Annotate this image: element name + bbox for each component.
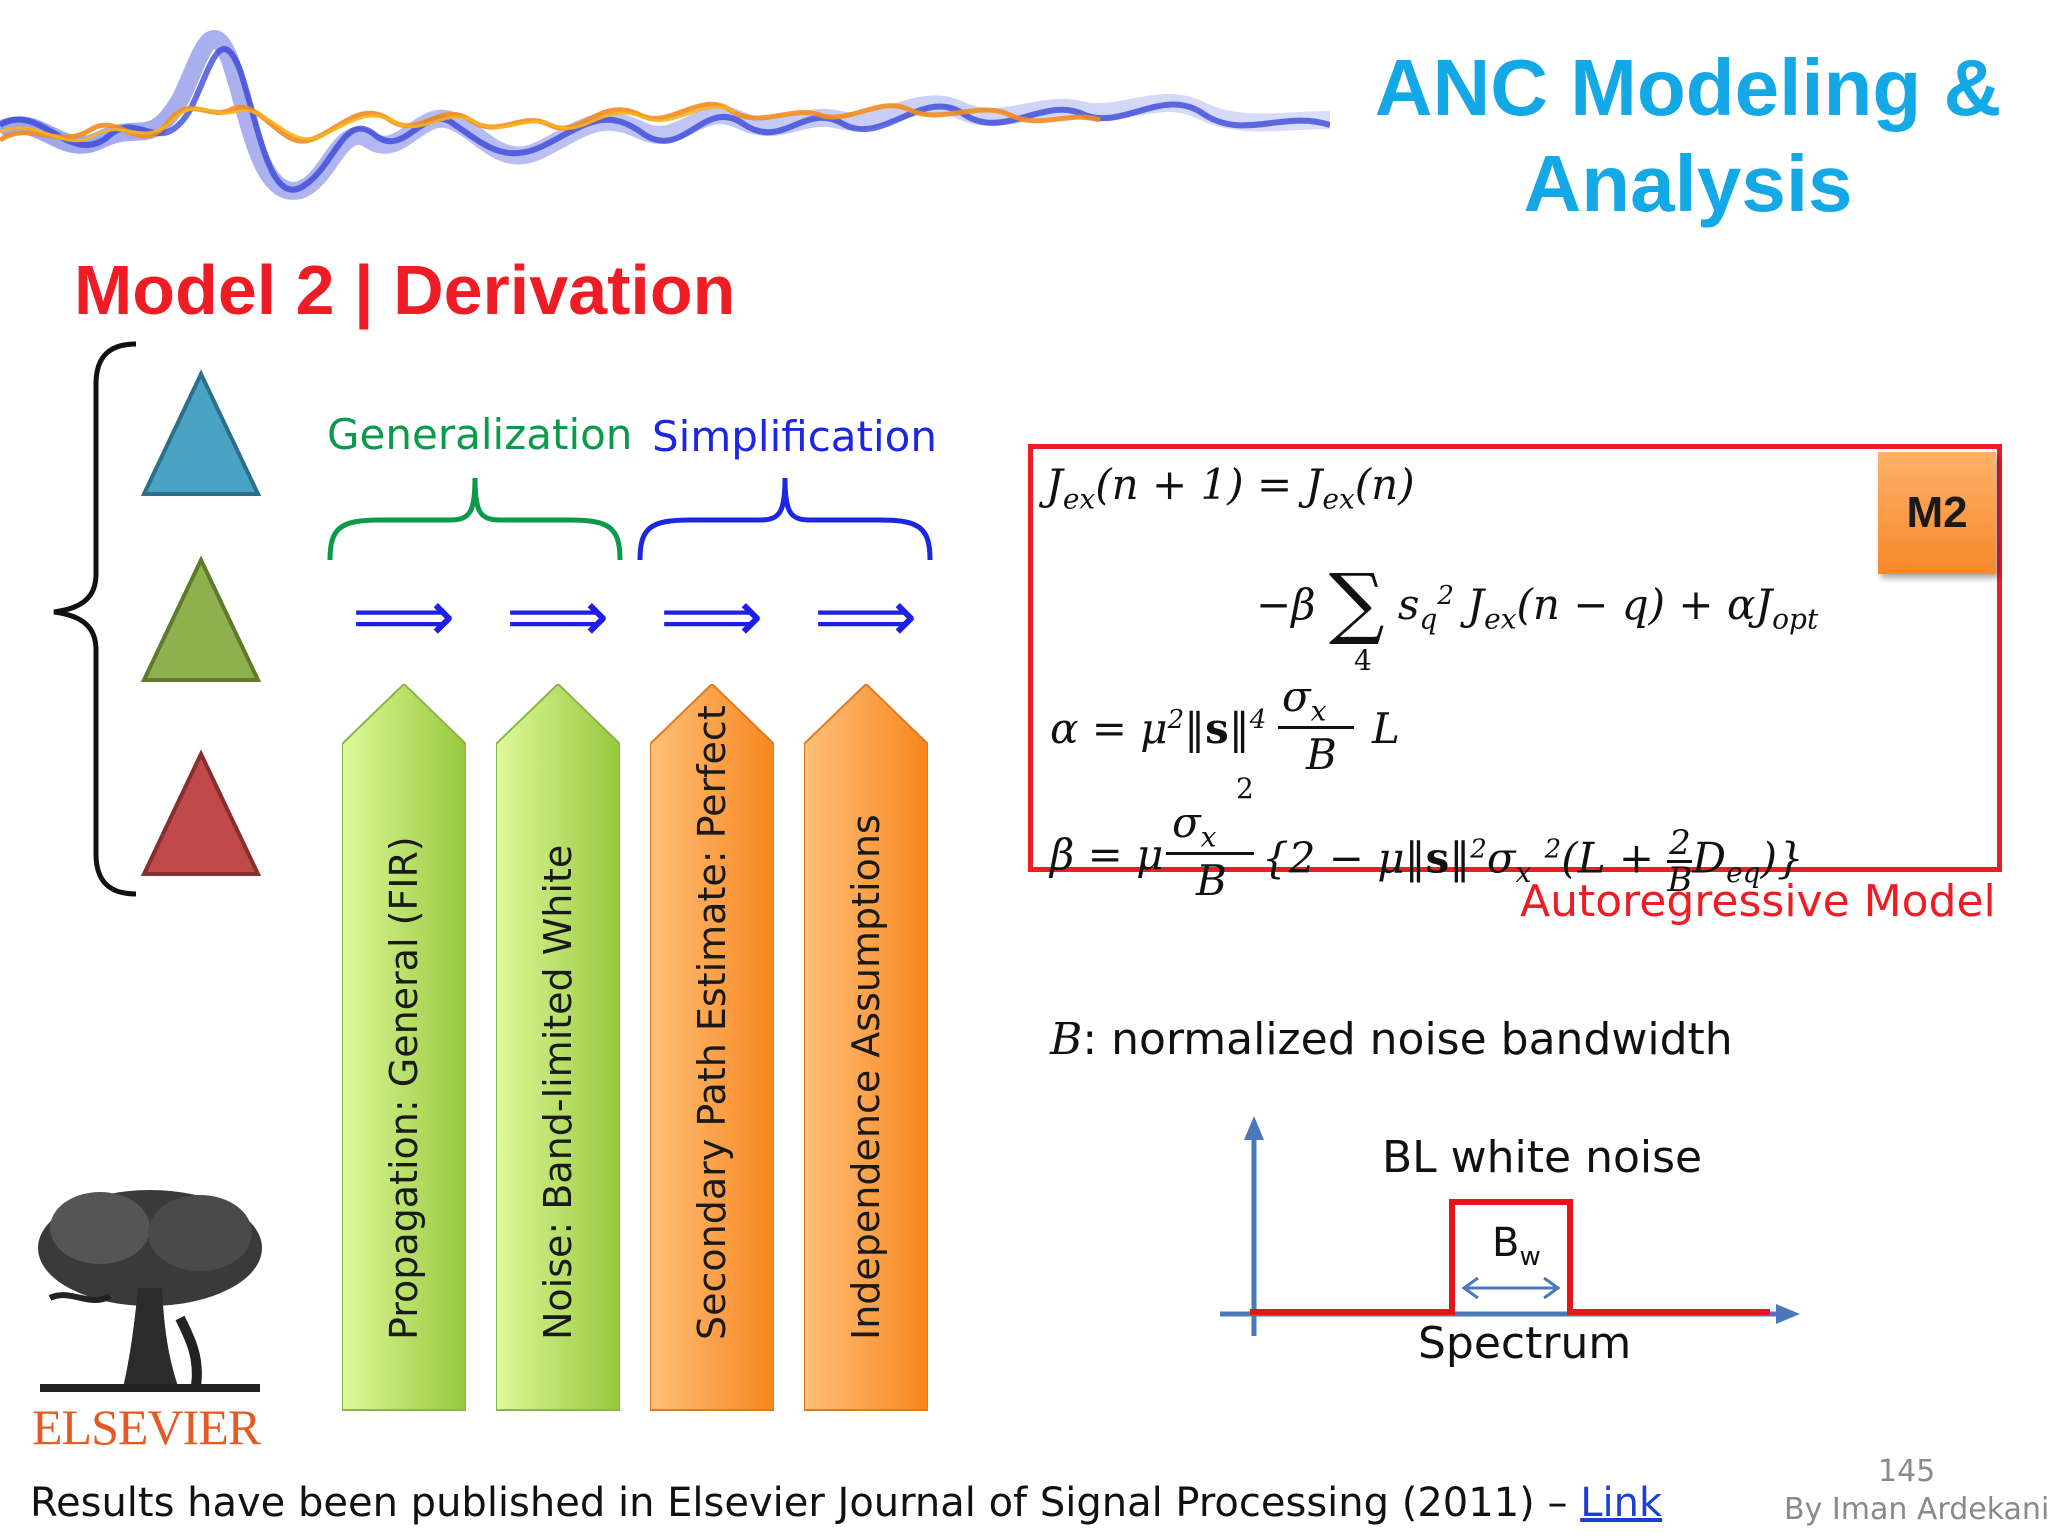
orange-arrow-shape (650, 684, 774, 1411)
title-line-1: ANC Modeling & (1374, 43, 2002, 132)
equation-jex-line2: −β ∑ sq2 Jex(n − q) + αJopt (1256, 558, 1819, 648)
assumption-secondary-path: Secondary Path Estimate: Perfect (690, 705, 734, 1340)
b-symbol: B (1050, 1014, 1083, 1065)
green-arrow-shape (342, 684, 466, 1411)
footer-text: Results have been published in Elsevier … (30, 1480, 1581, 1526)
implies-arrow-2: ⟹ (506, 574, 610, 658)
simplification-brace (637, 477, 933, 561)
simplification-label: Simplification (652, 412, 937, 461)
grouping-braces (327, 477, 933, 561)
bw-main: B (1492, 1220, 1520, 1266)
beta-exponent: 2 (1236, 772, 1254, 805)
elsevier-tree-logo (38, 1190, 262, 1392)
author-credit: By Iman Ardekani (1784, 1492, 2048, 1527)
equation-alpha: α = μ2‖s‖4 (1050, 704, 1267, 753)
b-definition-text: : normalized noise bandwidth (1082, 1014, 1733, 1065)
autoregressive-model-label: Autoregressive Model (1520, 876, 1996, 927)
assumption-propagation: Propagation: General (FIR) (382, 836, 426, 1340)
alpha-exponent: 4 (1354, 644, 1372, 677)
beta-fraction-num: σx (1172, 798, 1217, 854)
assumption-column-4: Independence Assumptions (804, 684, 928, 1414)
implies-arrow-4: ⟹ (814, 574, 918, 658)
bandwidth-arrow-right-icon (1543, 1276, 1561, 1300)
left-curly-brace (53, 341, 137, 897)
implies-arrow-1: ⟹ (352, 574, 456, 658)
x-axis-arrowhead-icon (1776, 1304, 1800, 1324)
spectrum-label: Spectrum (1418, 1318, 1632, 1369)
alpha-fraction-den: B (1306, 730, 1337, 779)
title-line-2: Analysis (1523, 139, 1853, 228)
elsevier-wordmark: ELSEVIER (32, 1399, 261, 1455)
orange-arrow-shape (804, 684, 928, 1411)
bandwidth-label: Bw (1492, 1220, 1541, 1272)
section-subtitle: Model 2 | Derivation (74, 251, 736, 329)
model-options-diagram (53, 341, 262, 897)
slide-title: ANC Modeling & Analysis (1348, 40, 2028, 232)
implies-arrow-3: ⟹ (660, 574, 764, 658)
beta-fraction-bar (1166, 852, 1254, 855)
model-equation-box (1028, 444, 2002, 872)
publication-link[interactable]: Link (1580, 1480, 1663, 1526)
generalization-brace (327, 477, 623, 561)
assumption-noise: Noise: Band-limited White (536, 844, 580, 1340)
alpha-l-term: L (1372, 704, 1400, 753)
page-number: 145 (1878, 1454, 1936, 1489)
triangle-middle-icon (140, 555, 262, 682)
wave-banner (0, 30, 1330, 200)
model-badge: M2 (1878, 452, 1996, 574)
equation-jex-line1: Jex(n + 1) = Jex(n) (1046, 460, 1415, 516)
triangle-bottom-icon (140, 749, 262, 876)
bandwidth-arrow-left-icon (1461, 1276, 1479, 1300)
bw-subscript: w (1519, 1242, 1541, 1272)
green-arrow-shape (496, 684, 620, 1411)
generalization-label: Generalization (327, 410, 633, 459)
bandwidth-definition: B: normalized noise bandwidth (1050, 1014, 1733, 1065)
triangle-top-icon (140, 369, 262, 496)
equation-beta: β = μ (1050, 830, 1164, 879)
spectrum-diagram (1220, 1116, 1800, 1336)
assumption-column-2: Noise: Band-limited White (496, 684, 620, 1414)
y-axis-arrowhead-icon (1244, 1116, 1264, 1140)
assumption-independence: Independence Assumptions (844, 814, 888, 1340)
alpha-fraction-num: σx (1282, 672, 1327, 728)
beta-fraction-den: B (1196, 856, 1227, 905)
band-limited-noise-trace (1250, 1199, 1770, 1315)
bl-white-noise-label: BL white noise (1382, 1132, 1703, 1183)
alpha-fraction-bar (1278, 726, 1354, 729)
assumption-column-1: Propagation: General (FIR) (342, 684, 466, 1414)
assumption-column-3: Secondary Path Estimate: Perfect (650, 684, 774, 1414)
publication-footer: Results have been published in Elsevier … (30, 1480, 1662, 1526)
